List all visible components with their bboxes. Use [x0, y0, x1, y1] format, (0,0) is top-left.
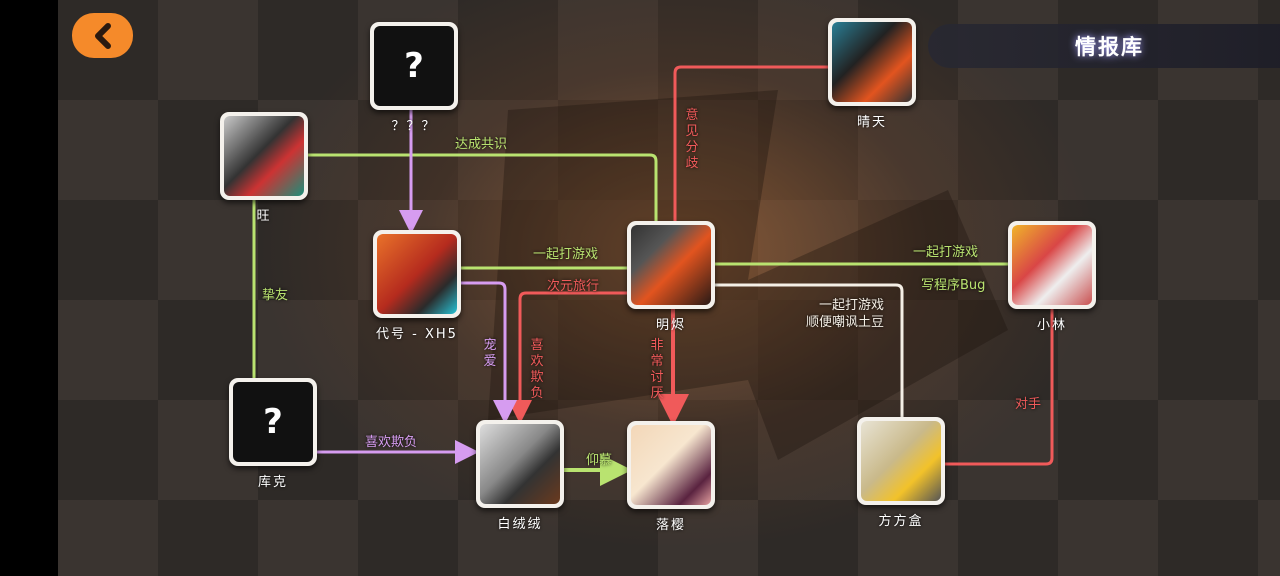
- character-node-qingtian[interactable]: 晴天: [828, 18, 916, 130]
- character-portrait: [631, 425, 711, 505]
- character-portrait: [832, 22, 912, 102]
- character-node-wang[interactable]: 旺: [220, 112, 308, 224]
- character-name: 落樱: [655, 518, 686, 533]
- page-title: 情报库: [1075, 35, 1144, 59]
- character-node-luoying[interactable]: 落樱: [627, 421, 715, 533]
- line-xh5-bairongrong: [460, 281, 517, 424]
- relation-label: 写程序Bug: [921, 278, 986, 293]
- relation-label: 达成共识: [455, 137, 508, 152]
- relation-label: 意见分歧: [685, 108, 699, 171]
- character-name: 库克: [257, 475, 288, 490]
- page-header: 情报库: [928, 24, 1280, 68]
- relation-label: 一起打游戏: [913, 245, 979, 260]
- character-node-bairongrong[interactable]: 白绒绒: [476, 420, 564, 532]
- character-node-kuke[interactable]: ? 库克: [229, 378, 317, 490]
- character-name: 白绒绒: [497, 517, 543, 532]
- watermark-emblem: [488, 90, 1008, 460]
- character-portrait: [480, 424, 560, 504]
- relation-label: 喜欢欺负: [365, 435, 418, 450]
- relation-label: 挚友: [262, 288, 289, 303]
- character-name: 代号 - XH5: [376, 327, 458, 342]
- character-portrait: [1012, 225, 1092, 305]
- character-name: 方方盒: [878, 514, 924, 529]
- question-mark-icon: ?: [233, 382, 313, 462]
- character-node-xh5[interactable]: 代号 - XH5: [373, 230, 461, 342]
- relation-label: 一起打游戏: [818, 298, 884, 313]
- relation-label: 非常讨厌: [650, 338, 664, 401]
- line-mingjin-bairongrong-red: [508, 291, 628, 424]
- character-portrait: [377, 234, 457, 314]
- line-mingjin-fangfanghe: [714, 283, 904, 418]
- character-portrait: [861, 421, 941, 501]
- character-node-fangfanghe[interactable]: 方方盒: [857, 417, 945, 529]
- relation-label: 喜欢欺负: [530, 338, 544, 401]
- relation-label: 仰慕: [586, 453, 613, 468]
- relation-label: 一起打游戏: [533, 247, 599, 262]
- line-wang-mingjin: [307, 153, 658, 222]
- relation-label: 宠爱: [483, 338, 497, 369]
- character-portrait: [631, 225, 711, 305]
- character-portrait: [224, 116, 304, 196]
- relation-label: 顺便嘲讽土豆: [805, 315, 884, 330]
- character-name: 明烬: [655, 318, 686, 333]
- chevron-left-icon: [94, 22, 111, 49]
- character-name: 晴天: [856, 115, 887, 130]
- character-name: 旺: [256, 209, 272, 224]
- line-mingjin-qingtian: [673, 65, 829, 222]
- character-name: 小林: [1036, 318, 1067, 333]
- line-xiaolin-fangfanghe: [944, 308, 1054, 466]
- character-node-mingjin[interactable]: 明烬: [627, 221, 715, 333]
- relation-label: 对手: [1015, 397, 1042, 412]
- character-node-xiaolin[interactable]: 小林: [1008, 221, 1096, 333]
- relation-label: 次元旅行: [547, 279, 600, 294]
- question-mark-icon: ?: [374, 26, 454, 106]
- back-button[interactable]: [72, 13, 133, 58]
- character-node-unknown[interactable]: ? ？？？: [370, 22, 458, 134]
- character-name: ？？？: [391, 119, 437, 134]
